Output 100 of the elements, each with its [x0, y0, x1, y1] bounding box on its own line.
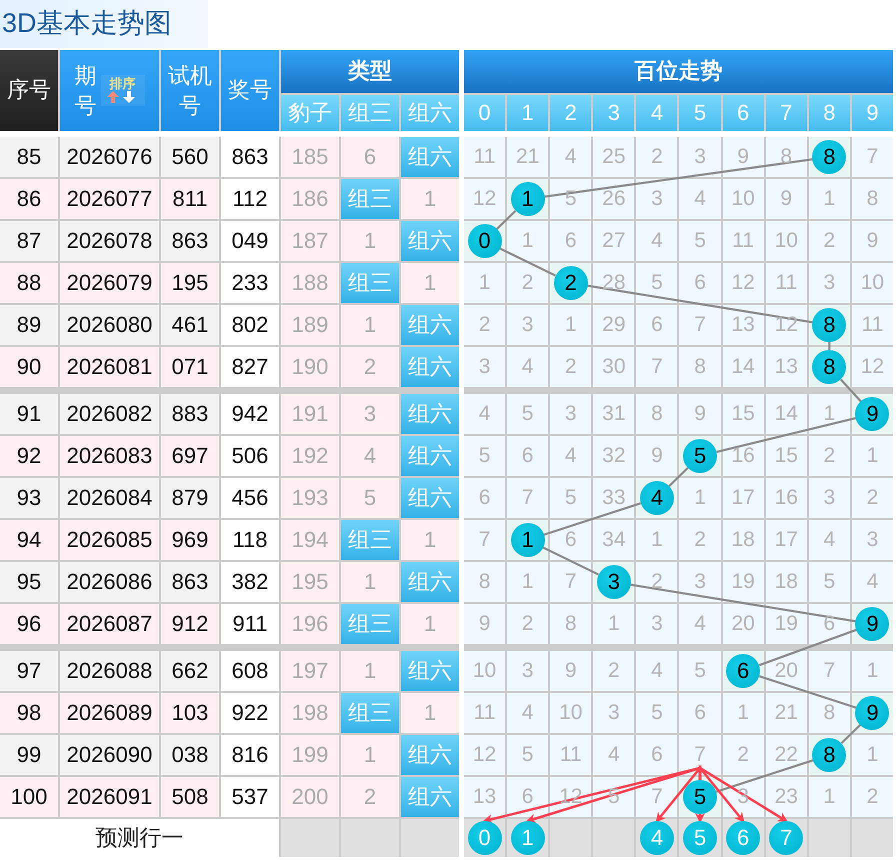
issue-number: 2026080	[60, 305, 159, 345]
trend-line	[840, 378, 862, 402]
issue-number: 2026082	[60, 394, 159, 434]
type-tag: 组六	[401, 305, 459, 345]
issue-number: 2026081	[60, 347, 159, 387]
miss-count: 12	[731, 271, 755, 295]
trend-line	[758, 628, 857, 666]
row-number: 92	[0, 436, 58, 476]
miss-count: 1	[522, 229, 534, 253]
test-number: 883	[161, 394, 219, 434]
leopard-count: 189	[281, 305, 339, 345]
miss-count: 13	[731, 313, 755, 337]
type-count: 5	[341, 478, 399, 518]
number-ball: 5	[683, 439, 718, 473]
type-count: 1	[401, 693, 459, 733]
trend-line	[543, 502, 642, 536]
miss-count: 5	[694, 659, 706, 683]
leopard-count: 186	[281, 179, 339, 219]
leopard-count: 190	[281, 347, 339, 387]
prediction-row-label: 预测行一	[0, 819, 279, 857]
trend-line	[716, 416, 856, 454]
winning-number: 827	[221, 347, 279, 387]
trend-line	[499, 247, 556, 277]
trend-line	[758, 675, 857, 709]
winning-number: 049	[221, 221, 279, 261]
miss-count: 11	[862, 313, 884, 337]
type-count: 2	[341, 777, 399, 817]
type-count: 1	[401, 604, 459, 644]
type-tag: 组六	[401, 394, 459, 434]
issue-number: 2026086	[60, 562, 159, 602]
leopard-count: 200	[281, 777, 339, 817]
leopard-count: 185	[281, 137, 339, 177]
winning-number: 911	[221, 604, 279, 644]
row-number: 96	[0, 604, 58, 644]
miss-count: 3	[522, 313, 534, 337]
miss-count: 3	[824, 486, 836, 510]
type-count: 6	[341, 137, 399, 177]
miss-count: 18	[731, 528, 755, 552]
miss-count: 4	[564, 444, 577, 468]
miss-count: 23	[774, 785, 798, 809]
miss-count: 16	[731, 444, 755, 468]
number-ball: 8	[812, 308, 846, 342]
leopard-count: 197	[281, 651, 339, 691]
miss-count: 7	[564, 570, 577, 594]
miss-count: 1	[866, 444, 878, 468]
leopard-count: 191	[281, 394, 339, 434]
miss-count: 6	[478, 486, 490, 510]
type-count: 1	[341, 735, 399, 775]
miss-count: 1	[866, 743, 878, 767]
miss-count: 9	[737, 145, 749, 169]
miss-count: 1	[564, 313, 577, 337]
miss-count: 32	[602, 444, 626, 468]
type-tag: 组六	[401, 777, 459, 817]
digit-header: 1	[507, 95, 548, 131]
trend-line	[587, 284, 813, 324]
miss-count: 9	[866, 229, 878, 253]
miss-count: 15	[731, 402, 755, 426]
type-tag: 组六	[401, 562, 459, 602]
miss-count: 6	[651, 313, 663, 337]
miss-count: 4	[866, 570, 878, 594]
miss-count: 10	[860, 271, 884, 295]
miss-count: 3	[608, 701, 620, 725]
issue-number: 2026089	[60, 693, 159, 733]
winning-number: 863	[221, 137, 279, 177]
miss-count: 1	[478, 271, 490, 295]
type-count: 2	[341, 347, 399, 387]
miss-count: 5	[564, 486, 577, 510]
miss-count: 2	[478, 313, 490, 337]
miss-count: 30	[602, 355, 626, 379]
miss-count: 7	[866, 145, 878, 169]
miss-count: 12	[860, 355, 884, 379]
miss-count: 1	[824, 402, 836, 426]
trend-line	[496, 210, 516, 230]
miss-count: 7	[478, 528, 490, 552]
digit-header: 4	[636, 95, 678, 131]
column-header: 豹子	[281, 95, 339, 131]
digit-header: 2	[550, 95, 592, 131]
number-ball: 9	[855, 397, 890, 431]
miss-count: 14	[774, 402, 798, 426]
number-ball: 2	[554, 266, 588, 300]
miss-count: 4	[608, 743, 620, 767]
prediction-arrow	[698, 766, 788, 822]
miss-count: 8	[564, 612, 577, 636]
miss-count: 11	[560, 743, 582, 767]
group-header: 类型	[281, 50, 459, 93]
miss-count: 2	[522, 271, 534, 295]
miss-count: 12	[774, 313, 798, 337]
column-header: 奖号	[221, 50, 279, 131]
miss-count: 21	[516, 145, 540, 169]
winning-number: 506	[221, 436, 279, 476]
number-ball: 5	[683, 780, 718, 814]
miss-count: 2	[824, 444, 836, 468]
trend-line	[840, 724, 862, 744]
miss-count: 18	[774, 570, 798, 594]
miss-count: 2	[564, 355, 577, 379]
test-number: 879	[161, 478, 219, 518]
group-header: 百位走势	[464, 50, 893, 93]
miss-count: 7	[651, 355, 663, 379]
column-header: 组三	[341, 95, 399, 131]
number-ball: 8	[812, 140, 846, 174]
